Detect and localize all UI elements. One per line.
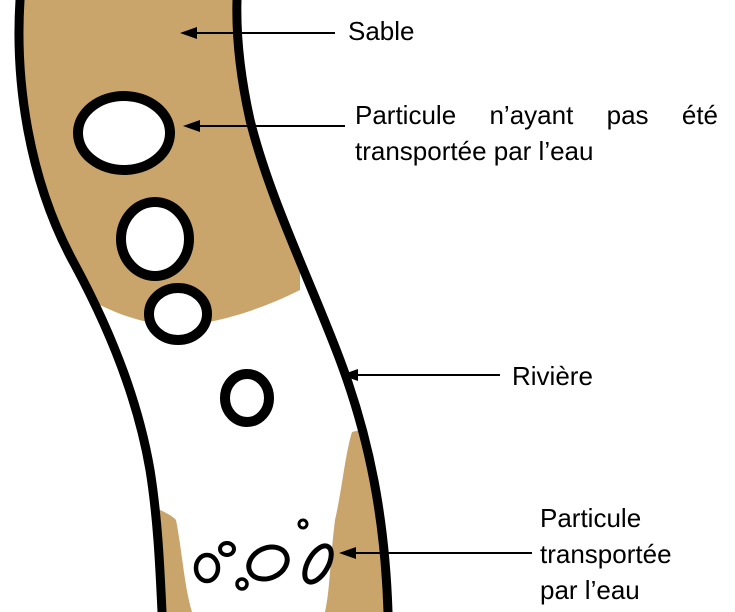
small-particle (220, 543, 234, 555)
sand-label: Sable (348, 13, 415, 49)
transported-label-line-2: transportée (540, 536, 672, 572)
small-particle (299, 520, 307, 528)
river-label: Rivière (512, 358, 593, 394)
not-transported-label-line-1: Particule n’ayant pas été (355, 97, 718, 133)
arrow-river (341, 369, 500, 381)
large-particle (121, 202, 189, 276)
small-particle (237, 579, 247, 589)
not-transported-particle-label: Particule n’ayant pas été transportée pa… (355, 97, 718, 169)
not-transported-label-line-2: transportée par l’eau (355, 133, 718, 169)
transported-label-line-3: par l’eau (540, 572, 672, 608)
large-particle (78, 96, 170, 170)
transported-label-line-1: Particule (540, 500, 672, 536)
transported-particle-label: Particule transportée par l’eau (540, 500, 672, 608)
large-particle (225, 374, 269, 422)
small-particle (196, 555, 218, 581)
large-particle (149, 288, 207, 340)
